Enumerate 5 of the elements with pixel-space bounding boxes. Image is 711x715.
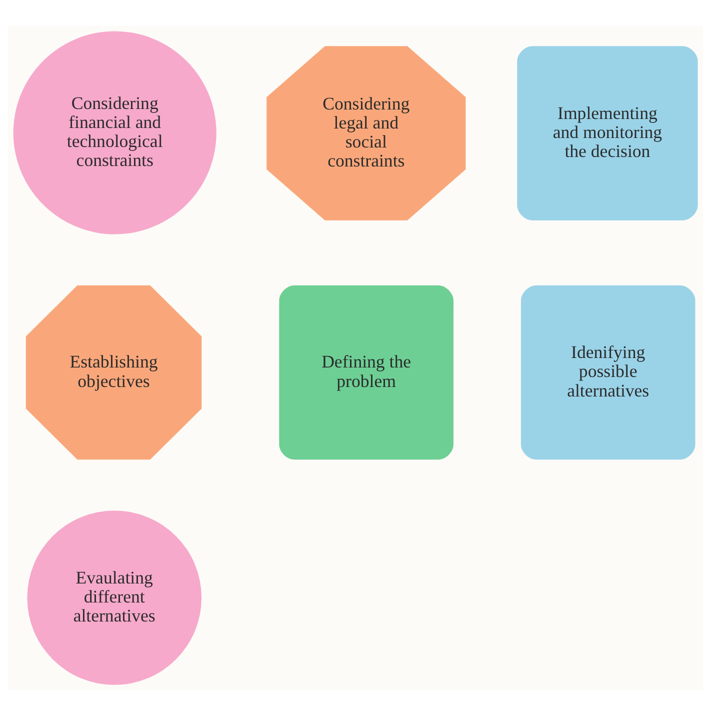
node-box: Idenifying possible alternatives: [520, 284, 696, 460]
node-box: Defining the problem: [279, 284, 454, 460]
node-circle: Considering financial and technological constraints: [13, 30, 216, 234]
node-box: Implementing and monitoring the decision: [517, 46, 698, 220]
node-circle: Evaulating different alternatives: [27, 510, 202, 684]
